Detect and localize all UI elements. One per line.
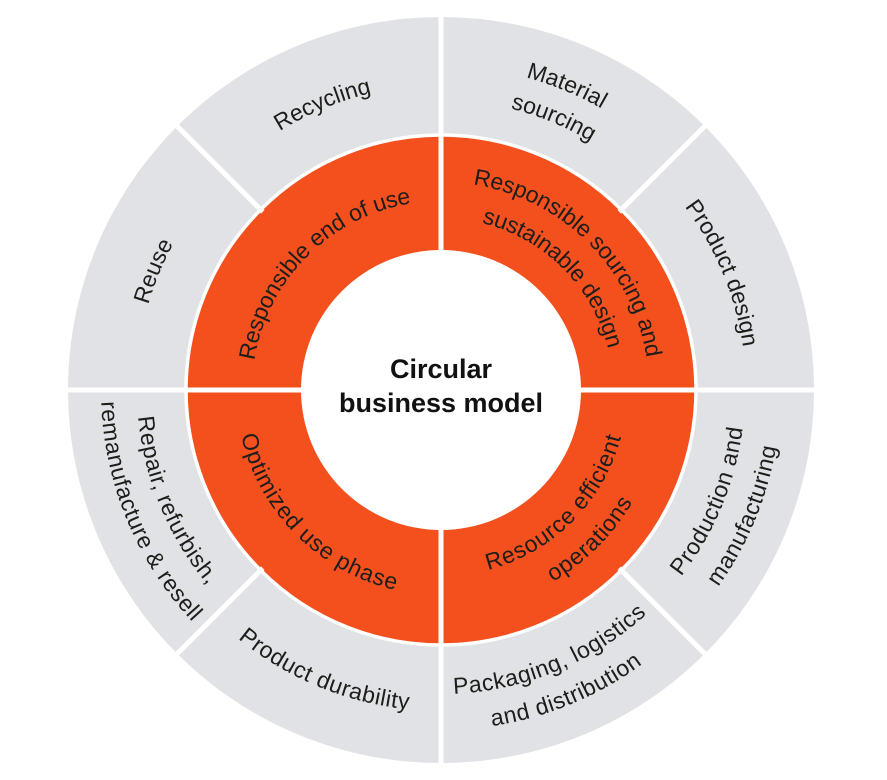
segment-divider-northeast [617,123,708,214]
center-circle [301,250,581,530]
segment-divider-northwest [174,123,265,214]
segment-divider-southwest [174,566,265,657]
center-title-line2: business model [339,388,543,418]
segment-divider-southeast [617,566,708,657]
center-title-line1: Circular [390,354,493,384]
